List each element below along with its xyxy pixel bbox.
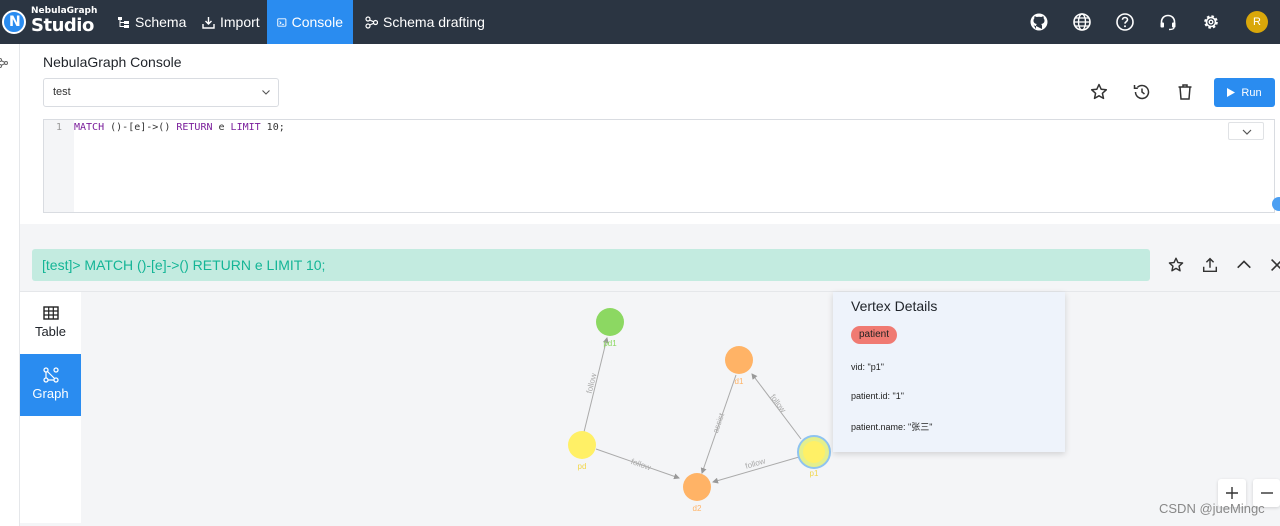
tag-badge: patient	[851, 326, 898, 344]
schema-icon	[118, 16, 129, 28]
vertex-details-panel: Vertex Details patient vid: "p1" patient…	[833, 292, 1065, 452]
logo-brand: NebulaGraph	[31, 6, 98, 16]
panel-resize-handle[interactable]	[1272, 197, 1280, 211]
schema-drafting-icon[interactable]	[0, 58, 8, 68]
headset-icon[interactable]	[1158, 12, 1178, 32]
console-panel: NebulaGraph Console test Run 1 MATCH ()-…	[20, 44, 1280, 224]
node-label: d2	[693, 504, 702, 513]
graph-node[interactable]: pd	[568, 431, 596, 471]
schema-drafting-icon	[365, 15, 378, 29]
run-button[interactable]: Run	[1214, 78, 1275, 107]
result-body	[20, 291, 1280, 523]
result-view-tabs: Table Graph	[20, 292, 81, 523]
tab-table[interactable]: Table	[20, 292, 81, 354]
edge-label: follow	[744, 456, 766, 470]
history-icon[interactable]	[1132, 82, 1152, 102]
graph-node[interactable]: d1	[725, 346, 753, 386]
query-return-var: e	[212, 122, 231, 133]
nav-schema[interactable]: Schema	[107, 0, 196, 44]
tab-graph[interactable]: Graph	[20, 354, 81, 416]
vertex-prop: vid: "p1"	[851, 362, 884, 372]
close-icon[interactable]	[1268, 256, 1280, 274]
graph-node[interactable]: pd1	[596, 308, 624, 348]
tab-graph-label: Graph	[32, 386, 69, 401]
graph-canvas[interactable]: follow follow assist follow follow pd1 d…	[81, 292, 1280, 523]
play-icon	[1227, 88, 1236, 97]
edge-label: assist	[711, 411, 726, 434]
export-icon[interactable]	[1201, 256, 1219, 274]
zoom-in-button[interactable]	[1218, 479, 1246, 507]
left-sidebar-collapsed	[0, 44, 20, 526]
user-avatar[interactable]: R	[1246, 11, 1268, 33]
help-icon[interactable]	[1115, 12, 1135, 32]
nav-import-label: Import	[220, 14, 260, 30]
line-number: 1	[56, 122, 63, 133]
import-icon	[202, 16, 215, 29]
plus-icon	[1226, 487, 1238, 499]
vertex-prop: patient.name: "张三"	[851, 422, 933, 432]
result-favorite-star-icon[interactable]	[1167, 256, 1185, 274]
nav-schema-drafting[interactable]: Schema drafting	[355, 0, 495, 44]
run-button-label: Run	[1241, 86, 1262, 99]
result-query-header[interactable]: [test]> MATCH ()-[e]->() RETURN e LIMIT …	[32, 249, 1150, 281]
query-editor[interactable]: 1 MATCH ()-[e]->() RETURN e LIMIT 10;	[43, 119, 1275, 213]
nebula-logo-icon: N	[2, 10, 26, 34]
collapse-chevron-up-icon[interactable]	[1235, 256, 1253, 274]
query-keyword-return: RETURN	[176, 122, 213, 133]
graph-edge[interactable]: follow	[751, 373, 802, 440]
console-icon	[277, 17, 287, 27]
graph-node-selected[interactable]: p1	[797, 435, 831, 478]
graph-edge[interactable]: follow	[712, 456, 800, 484]
vertex-prop: patient.id: "1"	[851, 391, 904, 401]
chevron-down-icon	[262, 90, 270, 95]
edge-label: follow	[768, 393, 788, 415]
logo-product: Studio	[31, 15, 94, 36]
studio-logo[interactable]: N NebulaGraph Studio	[0, 4, 100, 40]
node-label: pd1	[603, 339, 617, 348]
nav-schema-label: Schema	[135, 14, 187, 30]
query-code[interactable]: MATCH ()-[e]->() RETURN e LIMIT 10;	[74, 122, 285, 133]
tab-table-label: Table	[34, 324, 67, 339]
graph-edge[interactable]: assist	[700, 374, 737, 474]
favorite-star-icon[interactable]	[1089, 82, 1109, 102]
minus-icon	[1261, 492, 1273, 494]
table-icon	[42, 306, 59, 320]
query-keyword-limit: LIMIT	[230, 122, 261, 133]
gear-icon[interactable]	[1201, 12, 1221, 32]
query-pattern: ()-[e]->()	[104, 122, 177, 133]
space-select-value: test	[53, 86, 71, 98]
node-label: p1	[810, 469, 819, 478]
editor-expand-button[interactable]	[1228, 122, 1264, 140]
nav-import[interactable]: Import	[192, 0, 270, 44]
query-keyword-match: MATCH	[74, 122, 105, 133]
space-select[interactable]: test	[43, 78, 279, 107]
nav-console-label: Console	[291, 14, 343, 30]
graph-node[interactable]: d2	[683, 473, 711, 513]
github-icon[interactable]	[1029, 12, 1049, 32]
graph-edge[interactable]: follow	[583, 337, 609, 433]
graph-svg[interactable]: follow follow assist follow follow pd1 d…	[81, 292, 1280, 523]
query-limit-value: 10;	[260, 122, 285, 133]
console-title: NebulaGraph Console	[43, 54, 182, 70]
graph-edge[interactable]: follow	[595, 448, 680, 480]
nav-schema-drafting-label: Schema drafting	[383, 14, 485, 30]
vertex-details-title: Vertex Details	[851, 298, 938, 314]
editor-gutter: 1	[44, 120, 74, 212]
nav-console[interactable]: Console	[267, 0, 353, 44]
chevron-down-icon	[1242, 129, 1252, 135]
trash-icon[interactable]	[1175, 82, 1195, 102]
globe-icon[interactable]	[1072, 12, 1092, 32]
graph-icon	[42, 367, 59, 383]
top-navbar: N NebulaGraph Studio Schema Import Conso…	[0, 0, 1280, 44]
node-label: d1	[735, 377, 744, 386]
node-label: pd	[578, 462, 587, 471]
watermark: CSDN @jueMingc	[1159, 501, 1265, 516]
edge-label: follow	[630, 457, 652, 472]
zoom-out-button[interactable]	[1253, 479, 1280, 507]
